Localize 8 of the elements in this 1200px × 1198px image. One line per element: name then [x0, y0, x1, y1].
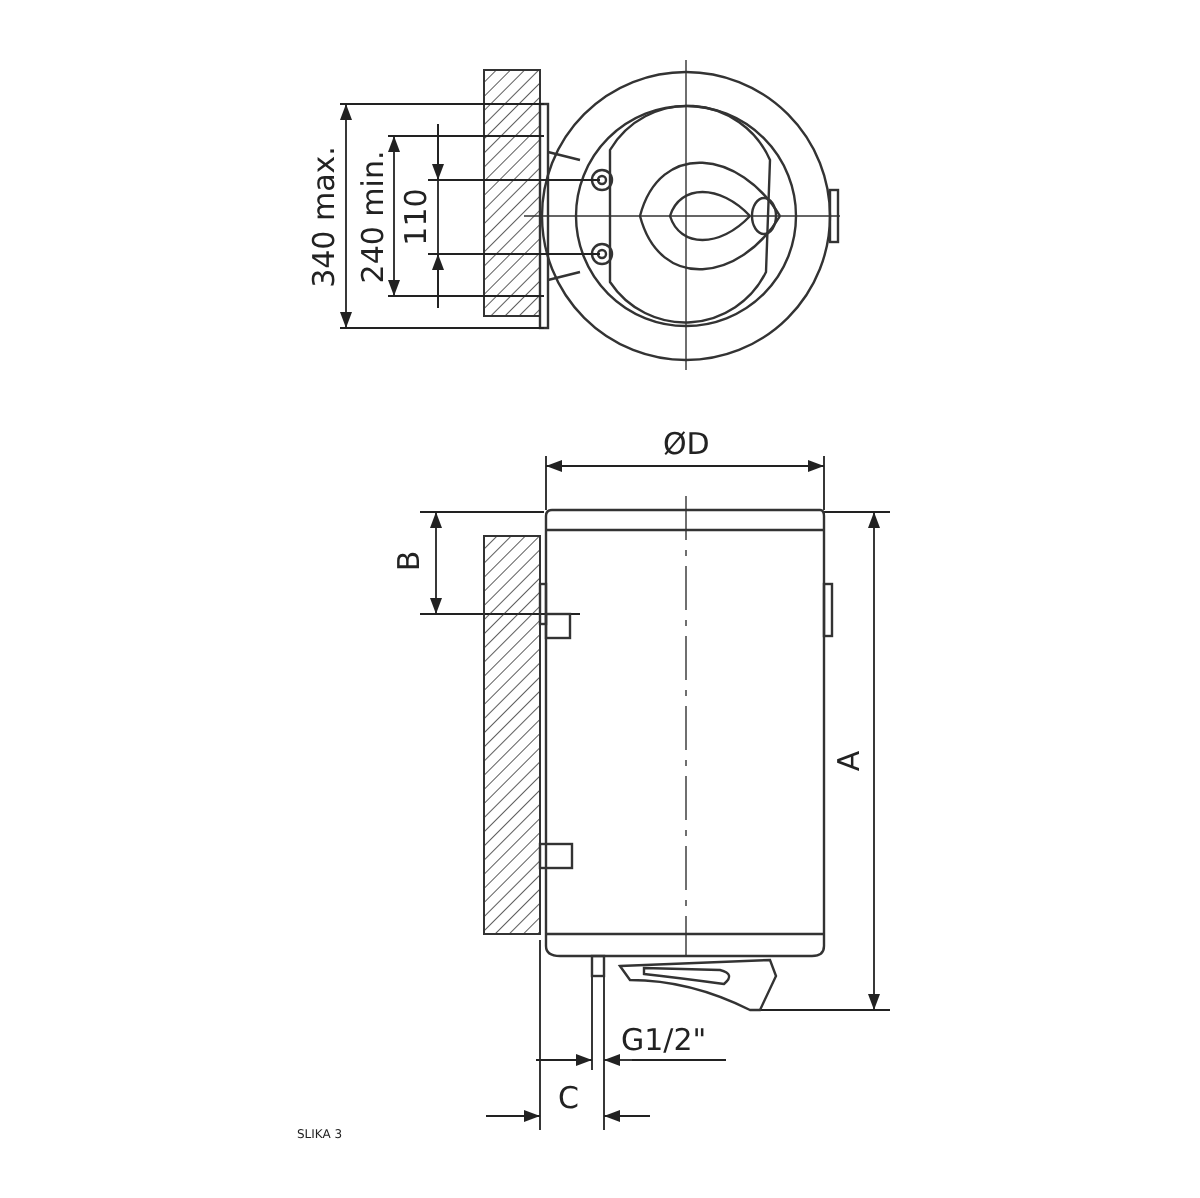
- dimension-label: 340 max.: [308, 145, 339, 287]
- dimension-label: 110: [400, 187, 431, 245]
- dimension-label: B: [395, 549, 426, 571]
- dimension-label: A: [835, 749, 866, 771]
- dimension-label: G1/2": [621, 1025, 707, 1055]
- dimension-label: ØD: [663, 429, 710, 459]
- dimension-label: 240 min.: [359, 149, 390, 283]
- dimension-label: C: [558, 1083, 579, 1113]
